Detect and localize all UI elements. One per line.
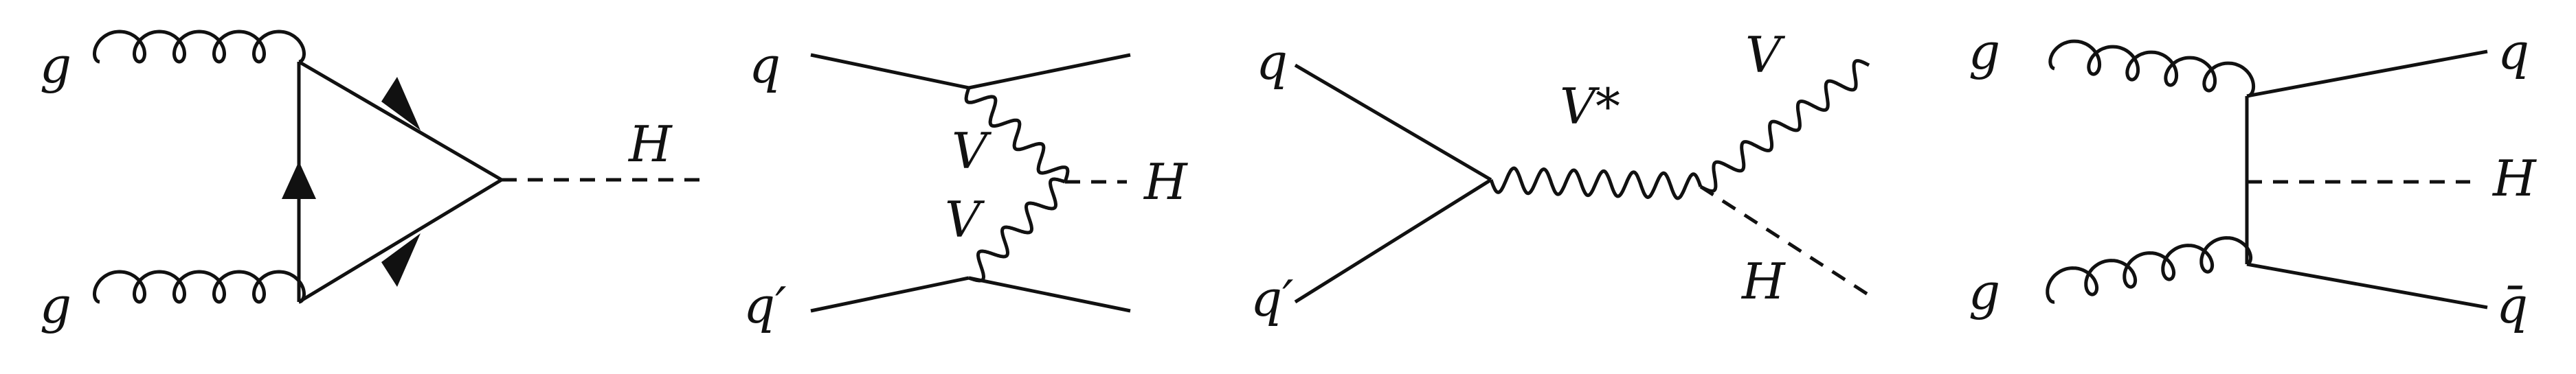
label-higgs: H [1143,153,1188,211]
quark-line-out [2246,49,2488,98]
quark-line-bottom-out [968,276,1131,313]
label-gluon-bottom: g [40,277,71,334]
diagram-higgsstrahlung [1294,59,1870,304]
diagram-associated-quark-pair [2046,39,2488,309]
label-gluon-bottom: g [1969,263,2000,320]
diagram-vector-boson-fusion [810,53,1131,313]
quark-line-top-out [968,53,1131,90]
virtual-boson-line [1489,166,1703,200]
label-gluon-top: g [1969,23,2000,80]
label-antiquark-in: q′ [1251,270,1293,327]
label-gluon-top: g [40,36,71,94]
diagram-gluon-fusion [93,30,708,304]
label-higgs: H [2491,150,2537,207]
label-boson-out: V [1745,26,1786,84]
loop-arrow-lower [381,233,421,287]
boson-out-line [1699,59,1870,193]
quark-line-in [1294,63,1492,182]
label-antiquark-out: q̄ [2496,277,2528,334]
antiquark-line-out [2246,262,2488,309]
label-quark-in: q [749,36,781,94]
higgs-line [1699,185,1870,297]
label-higgs: H [1740,253,1786,310]
quark-line-top-in [810,53,970,90]
gluon-line-bottom [93,270,306,304]
gluon-line-bottom [2046,236,2253,304]
label-quark-in: q [1256,33,1288,91]
boson-line-bottom [968,177,1066,283]
loop-arrow-upper [381,77,421,130]
fermion-loop-upper [298,60,503,182]
boson-line-top [964,87,1070,183]
gluon-line-top [93,30,306,64]
label-higgs: H [627,115,673,173]
loop-arrow-up [282,161,316,199]
label-virtual-boson: V* [1560,78,1620,135]
label-boson-bottom: V [945,191,985,248]
quark-line-bottom-in [810,276,970,313]
label-boson-top: V [952,122,992,180]
label-quark-out: q [2498,23,2529,80]
gluon-line-top [2048,39,2256,98]
antiquark-line-in [1294,178,1492,304]
fermion-loop-lower [298,178,503,304]
label-quark-out: q′ [743,277,786,334]
